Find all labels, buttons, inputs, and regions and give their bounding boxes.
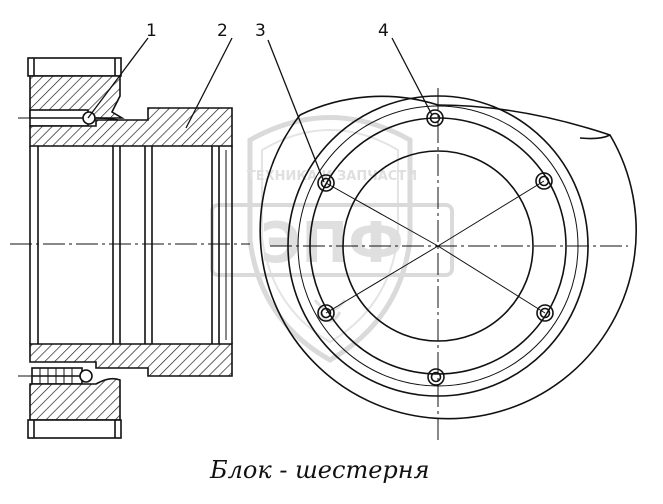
front-view bbox=[259, 88, 637, 440]
watermark-top-text: ТЕХНИКА И ЗАПЧАСТИ bbox=[247, 169, 417, 184]
bolt-hole-upper-right bbox=[535, 172, 553, 190]
bolt-hole-lower-left bbox=[317, 304, 335, 322]
drawing-caption: Блок - шестерня bbox=[209, 456, 429, 484]
bolt-hole-upper-left bbox=[317, 174, 335, 192]
bolt-hole-lower-right bbox=[536, 304, 554, 322]
callout-3: 3 bbox=[255, 21, 266, 41]
bolt-hole-top bbox=[426, 109, 444, 127]
section-view bbox=[10, 57, 250, 439]
callout-4: 4 bbox=[378, 21, 389, 41]
leader-lines bbox=[87, 37, 433, 183]
callout-2: 2 bbox=[217, 21, 228, 41]
callout-1: 1 bbox=[146, 21, 157, 41]
watermark-main-text: ЭПФ bbox=[260, 211, 404, 276]
bolt-hole-bottom bbox=[427, 368, 445, 386]
